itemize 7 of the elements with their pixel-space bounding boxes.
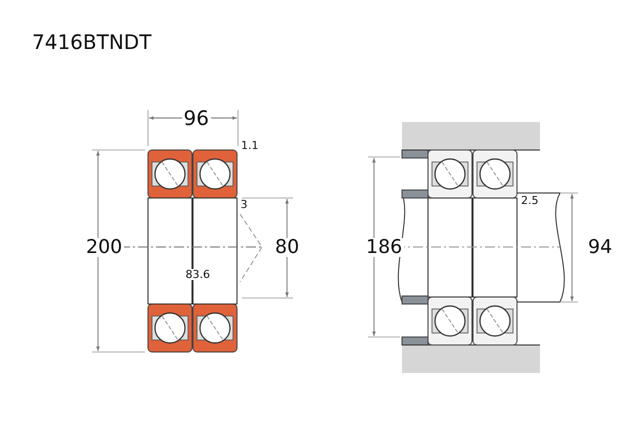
dimension-label: 2.5	[519, 194, 540, 206]
dimension-label: 3	[238, 198, 250, 210]
dimension-label: 200	[84, 238, 124, 256]
title: 7416BTNDT	[32, 32, 152, 52]
dimension-label: 94	[586, 238, 614, 256]
dimension-label: 96	[182, 108, 211, 128]
dimension-label: 1.1	[239, 140, 260, 150]
